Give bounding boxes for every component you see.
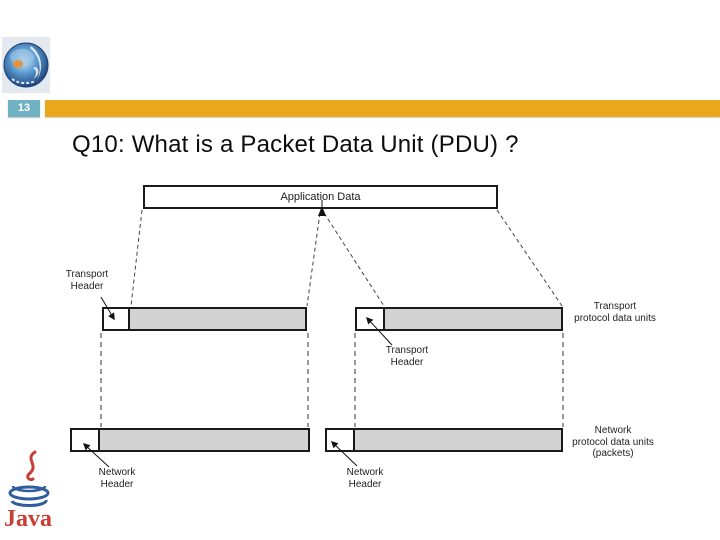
label-line: protocol data units [572, 436, 654, 448]
application-data-label: Application Data [280, 191, 361, 203]
network-header-segment-1 [72, 430, 100, 450]
network-header-label-left: Network Header [82, 467, 152, 490]
transport-data-segment-1 [130, 309, 305, 329]
application-data-box: Application Data [143, 185, 498, 209]
accent-bar [45, 100, 720, 117]
java-wordmark: Java [4, 506, 52, 532]
network-pdu-label: Network protocol data units (packets) [556, 425, 670, 460]
java-steam-icon [26, 472, 35, 482]
java-cup-body-icon [8, 485, 50, 501]
transport-header-segment-1 [104, 309, 130, 329]
transport-data-segment-2 [385, 309, 561, 329]
network-data-segment-1 [100, 430, 308, 450]
transport-pdu-box-2 [355, 307, 563, 331]
label-line: Header [348, 478, 382, 490]
transport-header-segment-2 [357, 309, 385, 329]
label-line: Transport [593, 301, 637, 312]
label-line: (packets) [592, 448, 634, 459]
transport-header-label-left: Transport Header [52, 269, 122, 292]
globe-logo-icon [2, 37, 50, 93]
transport-header-label-mid: Transport Header [372, 345, 442, 368]
java-logo-icon: Java [4, 450, 52, 532]
label-line: Header [390, 356, 424, 368]
network-header-segment-2 [327, 430, 355, 450]
network-pdu-box-1 [70, 428, 310, 452]
network-data-segment-2 [355, 430, 561, 450]
split-line-right [496, 209, 563, 307]
network-header-label-mid: Network Header [330, 467, 400, 490]
split-line-center-left [306, 212, 321, 307]
split-line-left [130, 209, 143, 307]
transport-pdu-box-1 [102, 307, 307, 331]
transport-pdu-label: Transport protocol data units [560, 301, 670, 324]
label-line: protocol data units [574, 312, 656, 324]
label-line: Transport [65, 269, 109, 280]
label-line: Network [594, 425, 632, 436]
slide-title: Q10: What is a Packet Data Unit (PDU) ? [72, 131, 519, 158]
label-line: Network [346, 467, 384, 478]
java-steam-icon [27, 450, 37, 476]
label-line: Network [98, 467, 136, 478]
label-line: Header [100, 478, 134, 490]
split-line-center-right [323, 212, 385, 307]
page-number-badge: 13 [8, 100, 40, 117]
network-pdu-box-2 [325, 428, 563, 452]
java-cup-swoosh-icon [10, 499, 48, 508]
label-line: Header [70, 280, 104, 292]
label-line: Transport [385, 345, 429, 356]
